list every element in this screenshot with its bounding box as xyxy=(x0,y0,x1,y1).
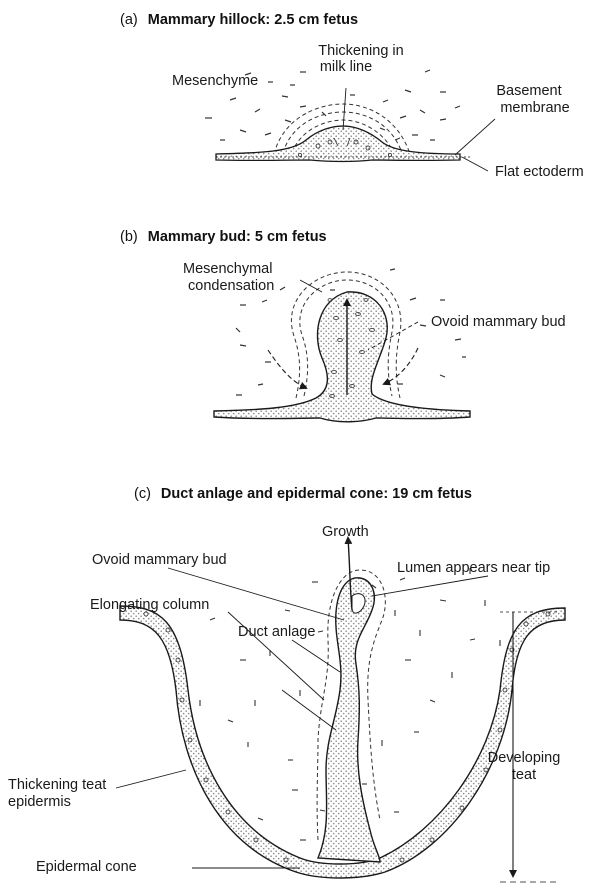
label-elongating-column: Elongating column xyxy=(90,597,209,613)
label-epidermal-cone: Epidermal cone xyxy=(36,859,137,875)
label-growth: Growth xyxy=(322,524,369,540)
label-thickening-line1: Thickening in xyxy=(306,43,416,59)
label-thickening-line2: milk line xyxy=(306,59,386,75)
panel-a-hillock xyxy=(216,126,460,162)
panel-a-title-text: Mammary hillock: 2.5 cm fetus xyxy=(148,12,358,28)
panel-a-title: (a) Mammary hillock: 2.5 cm fetus xyxy=(120,12,358,28)
label-lumen: Lumen appears near tip xyxy=(397,560,550,576)
label-mesenchyme: Mesenchyme xyxy=(172,73,258,89)
panel-c-duct-anlage xyxy=(318,578,380,862)
label-developing-line2: teat xyxy=(478,767,570,783)
label-mesenchymal-line1: Mesenchymal xyxy=(183,261,272,277)
panel-b-title: (b) Mammary bud: 5 cm fetus xyxy=(120,229,327,245)
label-ovoid-mammary-bud-b: Ovoid mammary bud xyxy=(431,314,566,330)
label-basement-line1: Basement xyxy=(484,83,574,99)
panel-c-title: (c) Duct anlage and epidermal cone: 19 cm… xyxy=(134,486,472,502)
label-developing-line1: Developing xyxy=(478,750,570,766)
label-basement-line2: membrane xyxy=(489,100,581,116)
panel-a-tag: (a) xyxy=(120,12,138,28)
panel-c-drawing xyxy=(116,538,565,882)
panel-c-title-text: Duct anlage and epidermal cone: 19 cm fe… xyxy=(161,486,472,502)
label-duct-anlage: Duct anlage xyxy=(238,624,315,640)
label-thickening-teat-line1: Thickening teat xyxy=(8,777,106,793)
label-ovoid-mammary-bud-c: Ovoid mammary bud xyxy=(92,552,227,568)
label-thickening-teat-line2: epidermis xyxy=(8,794,71,810)
panel-c-tag: (c) xyxy=(134,486,151,502)
panel-b-title-text: Mammary bud: 5 cm fetus xyxy=(148,229,327,245)
label-mesenchymal-line2: condensation xyxy=(188,278,274,294)
panel-b-tag: (b) xyxy=(120,229,138,245)
panel-b-mammary-bud xyxy=(214,292,470,422)
label-flat-ectoderm: Flat ectoderm xyxy=(495,164,584,180)
